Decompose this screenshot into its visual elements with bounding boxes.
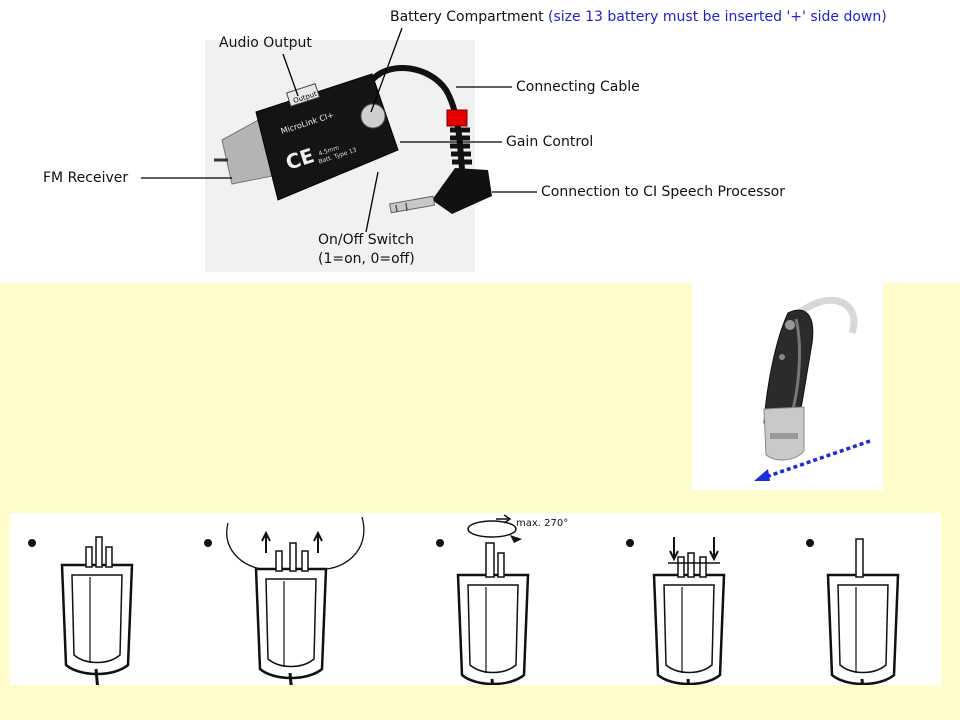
step-2 — [204, 516, 365, 685]
direction-arrow-line — [759, 439, 871, 481]
gain-control-knob — [446, 109, 468, 127]
step-1 — [28, 536, 134, 685]
cable-coil — [450, 127, 472, 165]
label-connecting-cable: Connecting Cable — [516, 79, 640, 95]
control-button — [785, 320, 795, 330]
ear-hook — [799, 296, 858, 335]
battery-compartment — [360, 103, 386, 129]
step-3: max. 270° — [436, 514, 568, 685]
battery-steps-panel: max. 270° — [10, 513, 941, 685]
connecting-cable — [369, 64, 465, 171]
label-connection-ci: Connection to CI Speech Processor — [541, 184, 785, 200]
rotation-note: max. 270° — [516, 518, 568, 529]
label-onoff-values: (1=on, 0=off) — [318, 251, 415, 267]
leader-lines — [141, 27, 537, 233]
plug-pin — [389, 195, 436, 214]
audio-output-socket — [285, 83, 321, 107]
label-onoff-switch: On/Off Switch — [318, 232, 415, 248]
direction-arrow-head — [754, 469, 770, 481]
speech-processor-illustration — [754, 296, 871, 481]
label-battery-note: (size 13 battery must be inserted '+' si… — [548, 9, 887, 25]
step-4 — [626, 537, 726, 685]
step-illustrations: max. 270° — [28, 514, 900, 685]
speech-processor-photo — [692, 283, 883, 490]
label-battery-line: Battery Compartment (size 13 battery mus… — [390, 9, 887, 26]
label-gain-control: Gain Control — [506, 134, 594, 150]
label-audio-output: Audio Output — [219, 35, 312, 51]
microlink-device-illustration: Output MicroLink CI+ CE 4.5mm Batt. Type… — [141, 27, 537, 272]
label-battery-compartment: Battery Compartment — [390, 9, 544, 25]
plug-housing — [432, 168, 492, 214]
label-fm-receiver: FM Receiver — [43, 170, 129, 186]
step-5 — [806, 538, 900, 685]
